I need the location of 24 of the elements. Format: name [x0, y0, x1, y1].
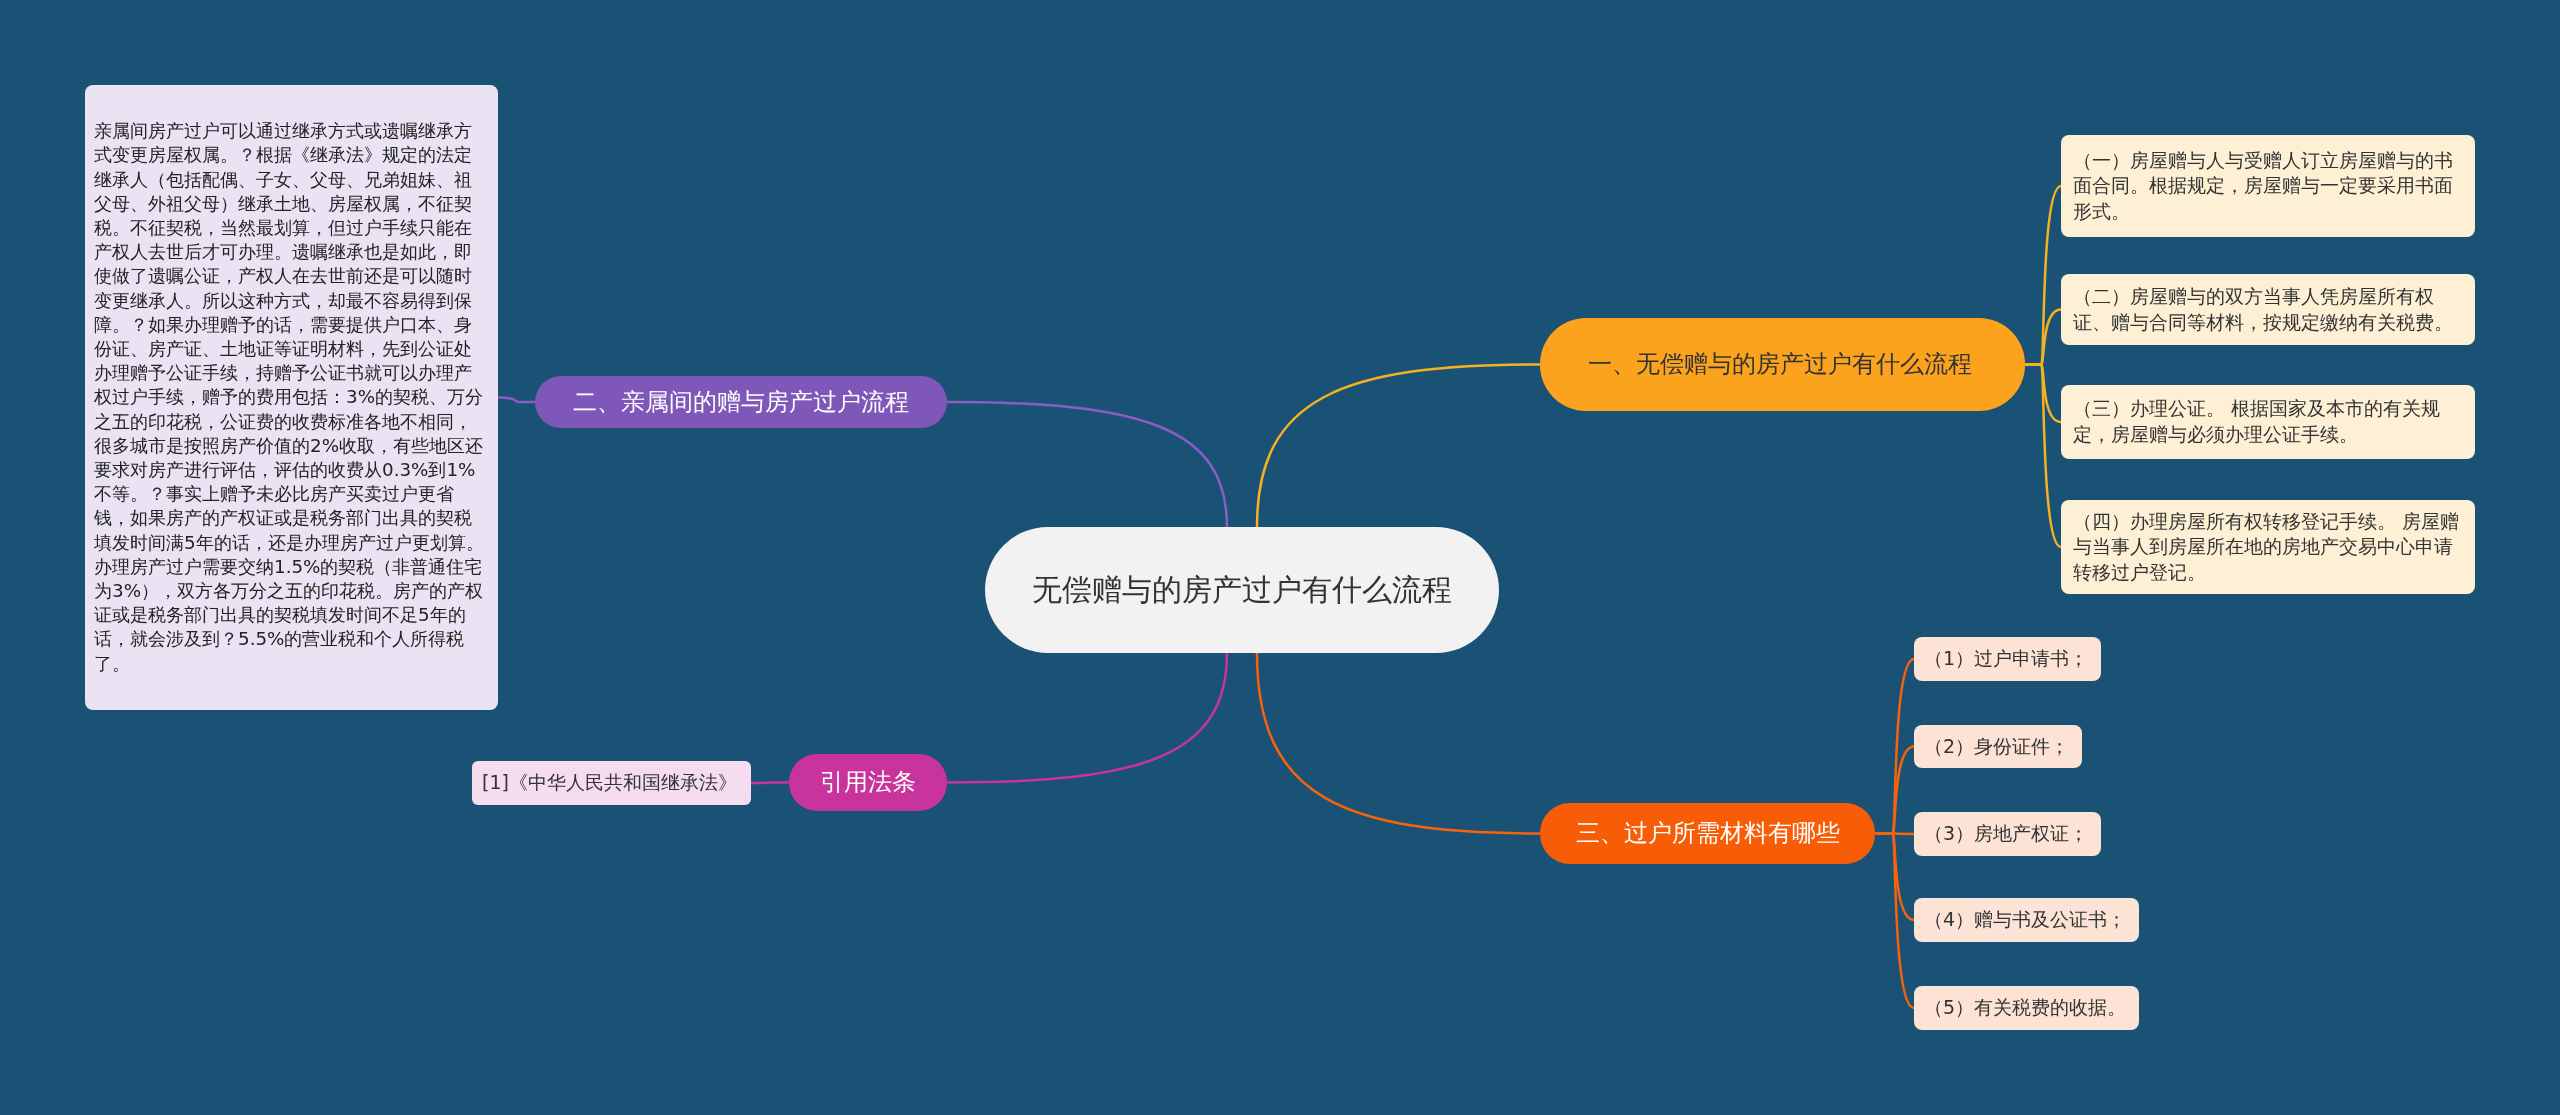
topic-box: （5）有关税费的收据。 [1914, 986, 2139, 1030]
topic-box: （2）身份证件； [1914, 725, 2082, 768]
branch-topic: 三、过户所需材料有哪些 [1540, 803, 1875, 864]
connector [751, 781, 789, 785]
connector [2025, 363, 2062, 548]
connector [1255, 363, 1540, 528]
topic-box: （1）过户申请书； [1914, 637, 2101, 681]
topic-box: （三）办理公证。 根据国家及本市的有关规定，房屋赠与必须办理公证手续。 [2061, 385, 2475, 459]
connector [947, 652, 1229, 784]
topic-box: （3）房地产权证； [1914, 812, 2101, 856]
topic-box: （四）办理房屋所有权转移登记手续。 房屋赠与当事人到房屋所在地的房地产交易中心申请转移过户登记。 [2061, 500, 2475, 594]
topic-box: （一）房屋赠与人与受赠人订立房屋赠与的书面合同。根据规定，房屋赠与一定要采用书面形式。 [2061, 135, 2475, 237]
connector [947, 400, 1229, 528]
branch-topic: 一、无偿赠与的房产过户有什么流程 [1540, 318, 2025, 411]
branch-topic: 引用法条 [789, 754, 947, 811]
connector [1255, 652, 1541, 835]
topic-box: [1]《中华人民共和国继承法》 [472, 761, 751, 805]
branch-topic: 二、亲属间的赠与房产过户流程 [535, 376, 947, 428]
topic-box: （4）赠与书及公证书； [1914, 898, 2139, 942]
topic-box: （二）房屋赠与的双方当事人凭房屋所有权证、赠与合同等材料，按规定缴纳有关税费。 [2061, 274, 2475, 345]
central-topic: 无偿赠与的房产过户有什么流程 [985, 527, 1499, 653]
connector [1875, 832, 1915, 1010]
connector [497, 396, 535, 404]
text-box: 亲属间房产过户可以通过继承方式或遗嘱继承方式变更房屋权属。？根据《继承法》规定的法定继承人（包括配偶、子女、父母、兄弟姐妹、祖父母、外祖父母）继承土地、房屋权属，不征契税。不征契税，当然最划算，但过户手续只能在产权人去世后才可办理。遗嘱继承也是如此，即使做了遗嘱公证，产权人在去世前还是可以随时变更继承人。所以这种方式，却最不容易得到保障。？如果办理赠予的话，需要提供户口本、身份证、房产证、土地证等证明材料，先到公证处办理赠予公证手续，持赠予公证书就可以办理产权过户手续，赠予的费用包括：3%的契税、万分之五的印花税，公证费的收费标准各地不相同，很多城市是按照房产价值的2%收取，有些地区还要求对房产进行评估，评估的收费从0.3%到1%不等。？事实上赠予未必比房产买卖过户更省钱，如果房产的产权证或是税务部门出具的契税填发时间满5年的话，还是办理房产过户更划算。办理房产过户需要交纳1.5%的契税（非普通住宅为3%），双方各万分之五的印花税。房产的产权证或是税务部门出具的契税填发时间不足5年的话，就会涉及到？5.5%的营业税和个人所得税了。 [85, 85, 498, 710]
